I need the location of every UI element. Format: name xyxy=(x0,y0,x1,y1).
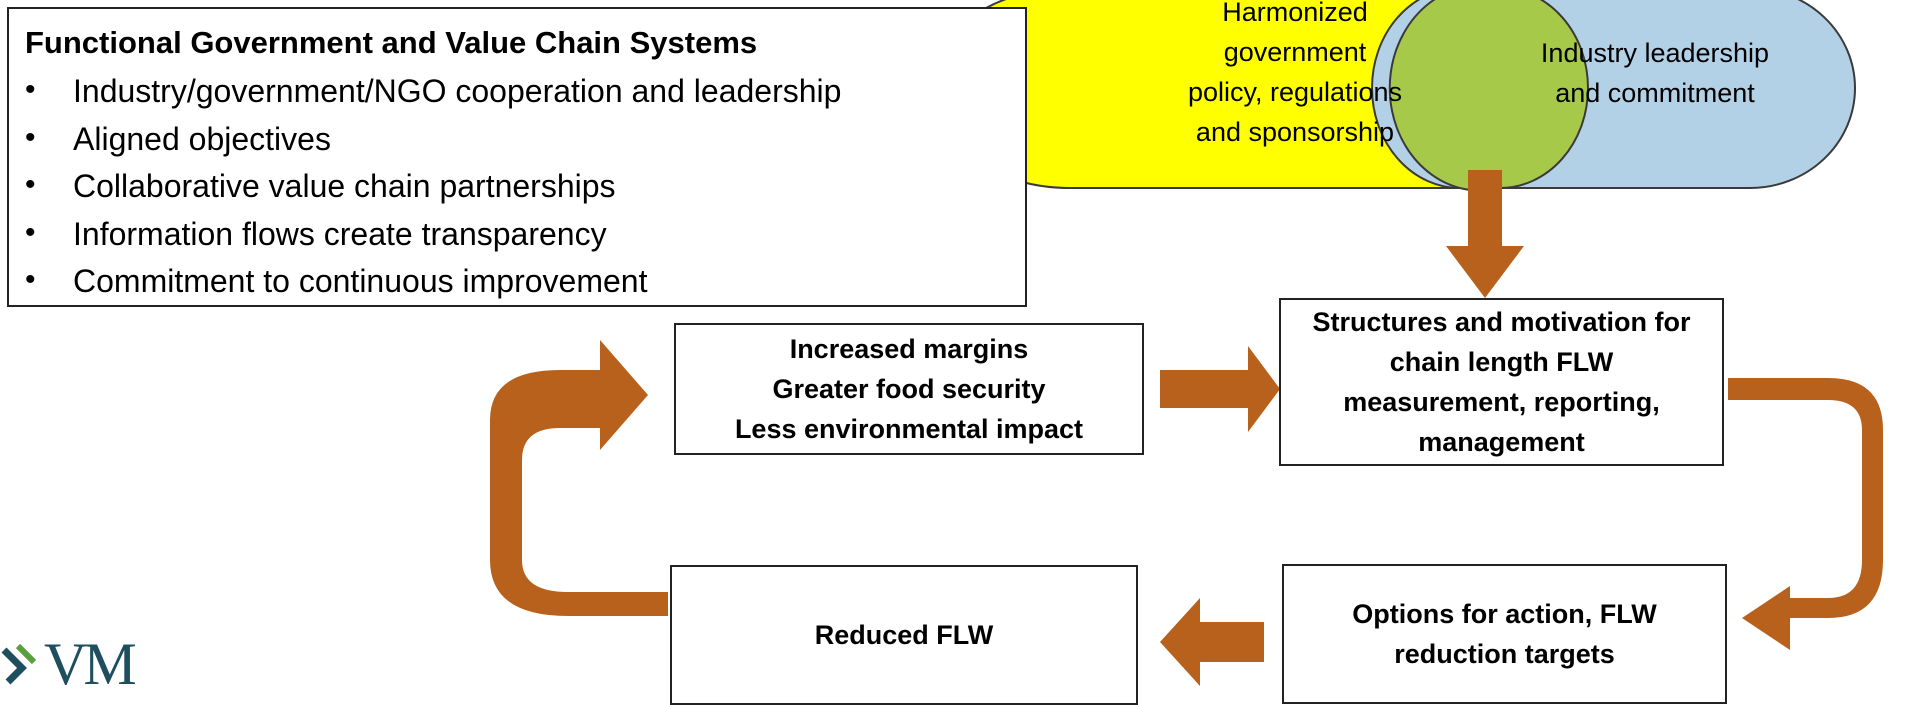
benefits-node: Increased margins Greater food security … xyxy=(674,323,1144,455)
government-ellipse-label: Harmonized government policy, regulation… xyxy=(1187,0,1403,147)
arrow-curve-right xyxy=(1728,378,1883,650)
arrow-curve-left xyxy=(490,340,668,616)
info-box-title: Functional Government and Value Chain Sy… xyxy=(25,25,758,60)
bullet-icon: • xyxy=(25,73,36,106)
vcm-logo: VM xyxy=(0,628,150,696)
bullet-icon: • xyxy=(25,263,36,296)
logo-text: VM xyxy=(44,631,137,697)
info-box: Functional Government and Value Chain Sy… xyxy=(7,7,1027,307)
arrow-left xyxy=(1160,598,1264,686)
bullet-icon: • xyxy=(25,215,36,249)
bullet-icon: • xyxy=(25,120,36,154)
chain-icon xyxy=(1,643,37,685)
reduced-node: Reduced FLW xyxy=(670,565,1138,705)
arrow-right xyxy=(1160,346,1280,432)
options-node: Options for action, FLW reduction target… xyxy=(1282,564,1727,704)
bullet-icon: • xyxy=(25,168,36,201)
industry-ellipse-label: Industry leadership and commitment xyxy=(1540,38,1770,108)
structures-node: Structures and motivation for chain leng… xyxy=(1279,298,1724,466)
arrow-down xyxy=(1446,170,1524,298)
